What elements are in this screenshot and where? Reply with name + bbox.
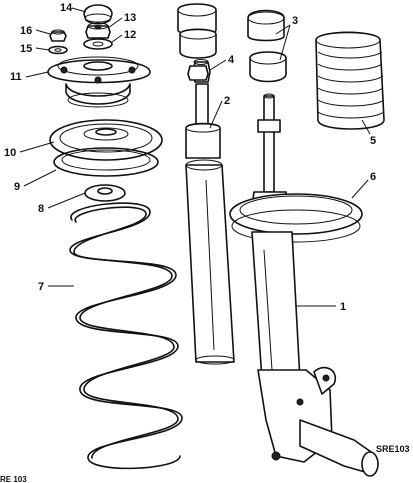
- top-washer: [83, 38, 113, 50]
- strut-body: [229, 93, 379, 477]
- upper-spring-seat: [49, 119, 163, 161]
- leader-lines: [19, 7, 371, 307]
- callout-13: 13: [124, 12, 136, 24]
- top-nut: [85, 22, 111, 39]
- callout-15: 15: [20, 43, 32, 55]
- callout-8: 8: [38, 203, 44, 215]
- callout-3: 3: [292, 15, 298, 27]
- callout-14: 14: [60, 2, 73, 14]
- callout-5: 5: [370, 135, 376, 147]
- bump-rubber-right: [247, 9, 287, 83]
- figure-code: SRE103: [376, 444, 410, 454]
- callout-16: 16: [20, 25, 32, 37]
- callout-11: 11: [10, 71, 22, 83]
- callout-6: 6: [370, 171, 376, 183]
- bump-stop-ring: [84, 184, 126, 202]
- dust-cap: [83, 4, 113, 25]
- coil-spring: [69, 202, 183, 470]
- callout-12: 12: [124, 29, 136, 41]
- top-mount-plate: [47, 56, 151, 108]
- bump-rubber-left: [177, 3, 217, 59]
- corner-code: RE 103: [0, 475, 27, 483]
- spring-insulator: [53, 147, 159, 177]
- callout-7: 7: [38, 281, 44, 293]
- callout-9: 9: [14, 181, 20, 193]
- callout-4: 4: [228, 54, 235, 66]
- dust-gaiter: [315, 31, 385, 130]
- damper-nut: [187, 65, 209, 81]
- callout-2: 2: [224, 95, 230, 107]
- callout-10: 10: [4, 147, 16, 159]
- callout-1: 1: [340, 301, 346, 313]
- mount-nut: [49, 29, 67, 42]
- mount-washer: [48, 45, 68, 55]
